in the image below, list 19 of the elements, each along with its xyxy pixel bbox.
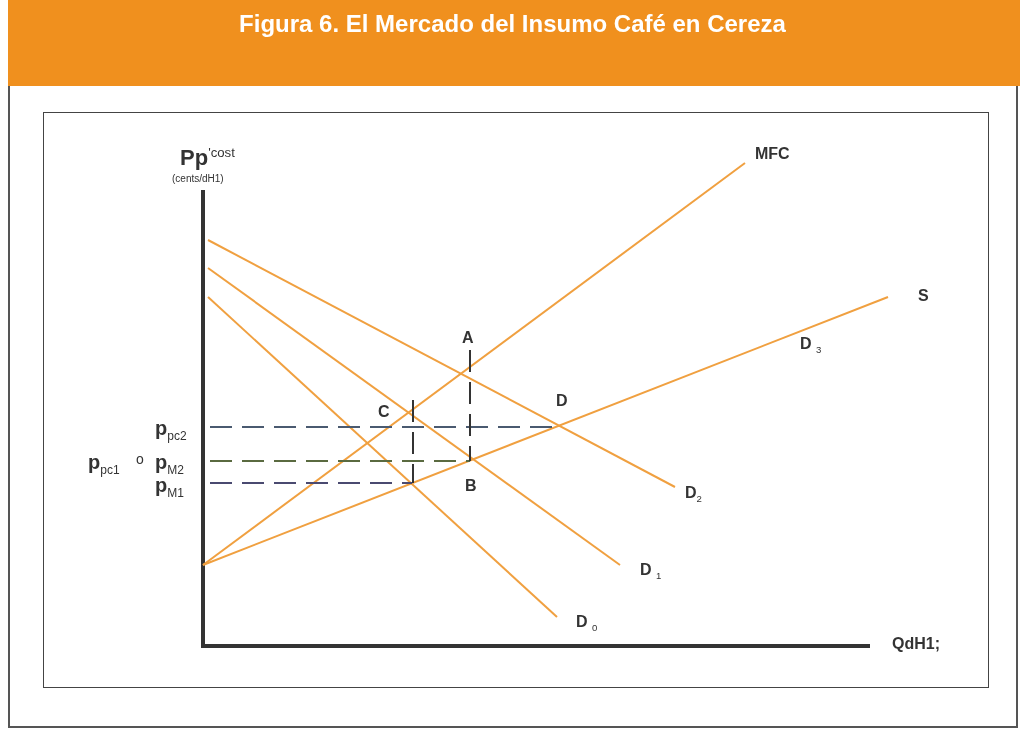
curve-label: D$_{2}$	[685, 485, 702, 504]
price-label: p$_{pc1}$	[88, 452, 120, 476]
price-separator: o	[136, 452, 144, 466]
price-label: p$_{M1}$	[155, 475, 184, 499]
point-label: D	[556, 393, 568, 409]
curve-label: D $_{1}$	[640, 562, 662, 581]
point-label: C	[378, 404, 390, 420]
price-label: p$_{pc2}$	[155, 418, 187, 442]
curve-label: D $_{3}$	[800, 336, 822, 355]
curve-label: S	[918, 288, 929, 304]
point-label: B	[465, 478, 477, 494]
curve-label: MFC	[755, 146, 790, 162]
figure-title: Figura 6. El Mercado del Insumo Café en Cereza	[239, 10, 786, 38]
axis-label: QdH1;	[892, 636, 940, 652]
axis-label: Pp$^{'cost}$	[180, 146, 235, 170]
price-label: p$_{M2}$	[155, 452, 184, 476]
curve-label: D $_{0}$	[576, 614, 598, 633]
point-label: A	[462, 330, 474, 346]
axis-unit: (cents/dH1)	[172, 174, 224, 184]
